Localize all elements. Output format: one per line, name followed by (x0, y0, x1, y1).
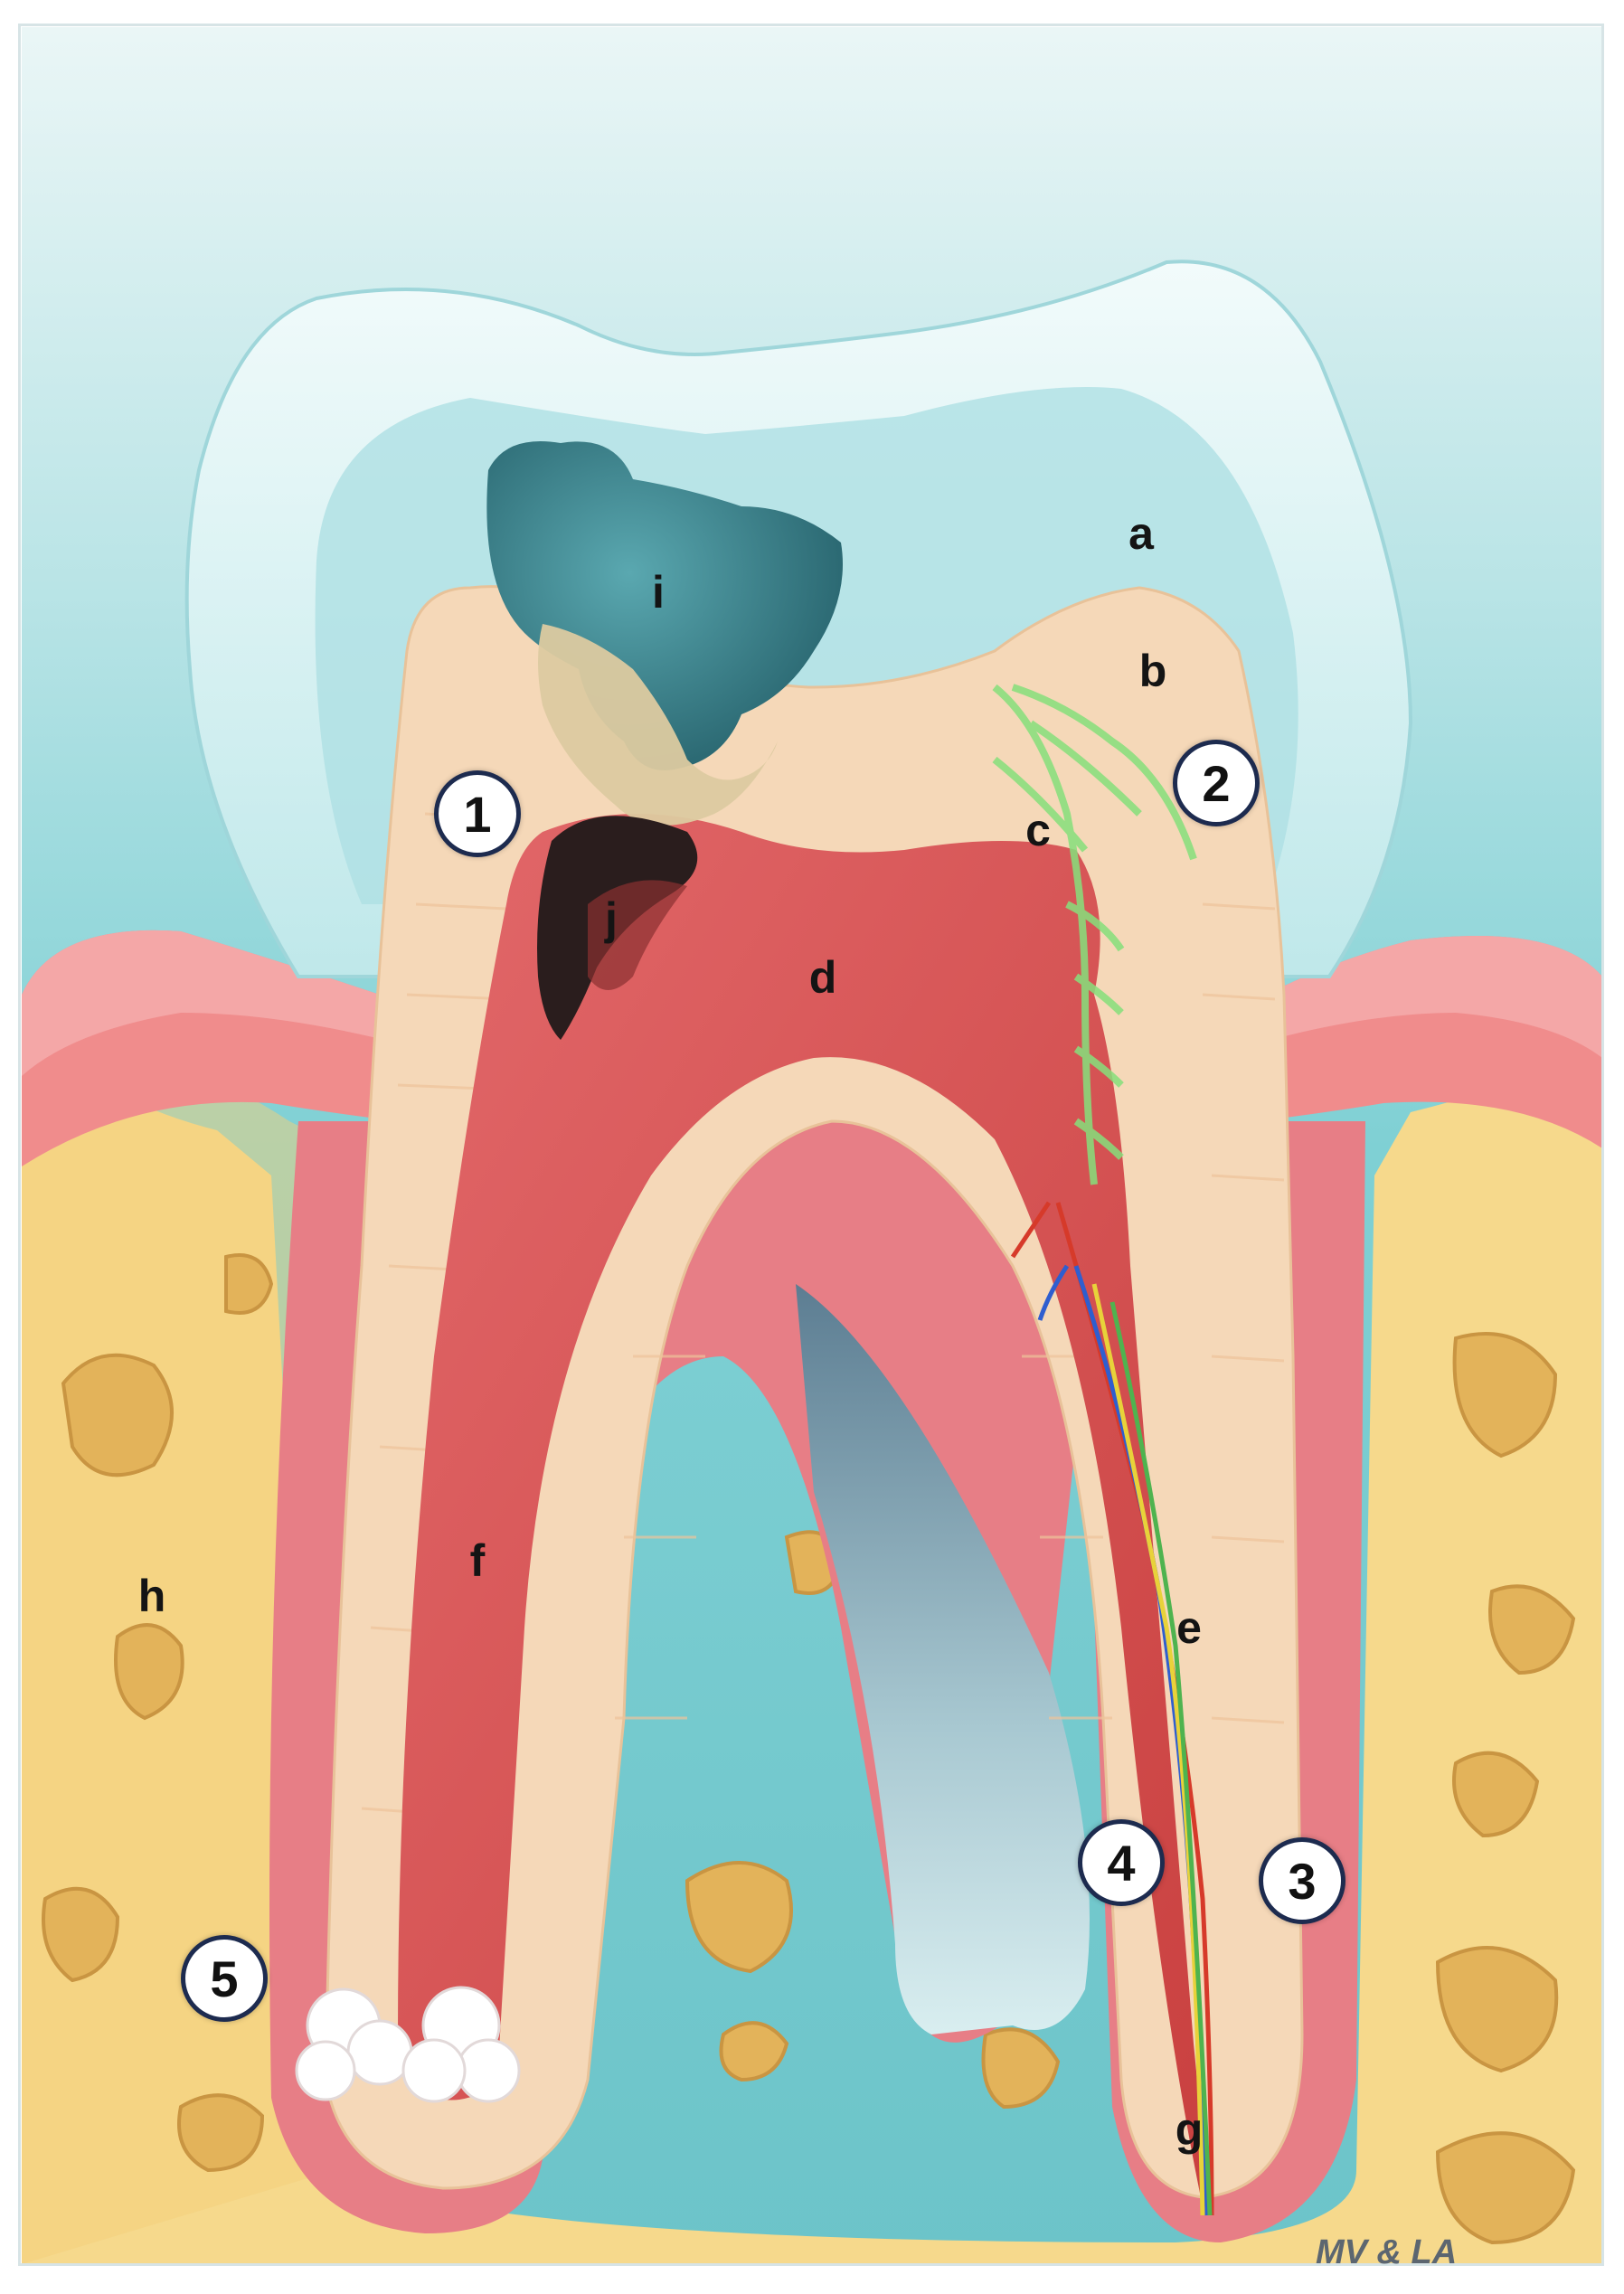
pulp-stones (295, 1986, 521, 2103)
marker-1: 1 (434, 770, 521, 857)
marker-4: 4 (1078, 1819, 1165, 1906)
label-j: j (605, 893, 618, 944)
label-c: c (1025, 805, 1051, 855)
label-h: h (137, 1571, 166, 1621)
label-b: b (1138, 646, 1167, 696)
bone-marrow-spaces (42, 1253, 1576, 2245)
label-e: e (1176, 1602, 1202, 1653)
marker-3: 3 (1259, 1837, 1345, 1924)
nerves-and-vessels (1010, 1201, 1214, 2216)
marker-2: 2 (1173, 740, 1260, 826)
caries-lesion (486, 441, 843, 770)
author-credit: MV & LA (1316, 2233, 1458, 2271)
label-d: d (808, 952, 837, 1003)
marker-5: 5 (181, 1935, 268, 2022)
label-a: a (1128, 508, 1154, 559)
label-g: g (1175, 2104, 1204, 2155)
interradicular-space (796, 1284, 1090, 2034)
reactionary-dentin (992, 684, 1197, 1185)
label-f: f (469, 1535, 486, 1586)
pulp (398, 814, 1207, 2206)
label-i: i (652, 567, 665, 618)
